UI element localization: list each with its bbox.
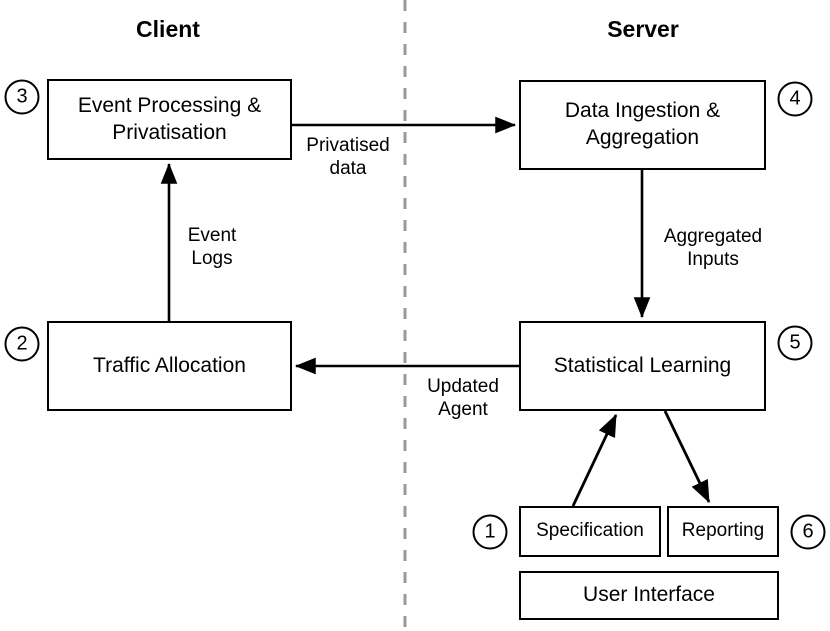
node-user-interface-label: User Interface	[583, 583, 715, 607]
node-event-processing-label: Event Processing & Privatisation	[77, 93, 262, 144]
section-title-server: Server	[607, 16, 679, 42]
badge-specification: 1	[472, 514, 508, 550]
edge-label-privatised-data: Privatised data	[306, 135, 390, 180]
node-traffic-allocation-label: Traffic Allocation	[93, 353, 246, 377]
node-reporting[interactable]: Reporting	[667, 506, 779, 557]
node-statistical-learning-label: Statistical Learning	[553, 353, 732, 377]
edge-label-aggregated-inputs: Aggregated Inputs	[663, 226, 763, 271]
badge-statistical-learning: 5	[777, 325, 813, 361]
edge-label-updated-agent: Updated Agent	[427, 376, 499, 421]
node-event-processing[interactable]: Event Processing & Privatisation	[47, 79, 292, 160]
node-user-interface[interactable]: User Interface	[519, 571, 779, 620]
node-traffic-allocation[interactable]: Traffic Allocation	[47, 321, 292, 411]
node-data-ingestion-label: Data Ingestion & Aggregation	[564, 99, 721, 149]
badge-event-processing: 3	[4, 79, 40, 115]
node-specification[interactable]: Specification	[519, 506, 661, 557]
node-specification-label: Specification	[536, 520, 644, 542]
node-statistical-learning[interactable]: Statistical Learning	[519, 321, 766, 411]
node-reporting-label: Reporting	[681, 520, 765, 542]
badge-data-ingestion: 4	[777, 81, 813, 117]
edge-statistical-learning-to-reporting	[663, 410, 711, 504]
badge-reporting: 6	[790, 514, 826, 550]
badge-traffic-allocation: 2	[4, 326, 40, 362]
node-data-ingestion[interactable]: Data Ingestion & Aggregation	[519, 80, 766, 170]
section-title-client: Client	[136, 16, 200, 42]
edge-label-event-logs: Event Logs	[187, 225, 237, 270]
edge-specification-to-statistical-learning	[571, 413, 618, 507]
